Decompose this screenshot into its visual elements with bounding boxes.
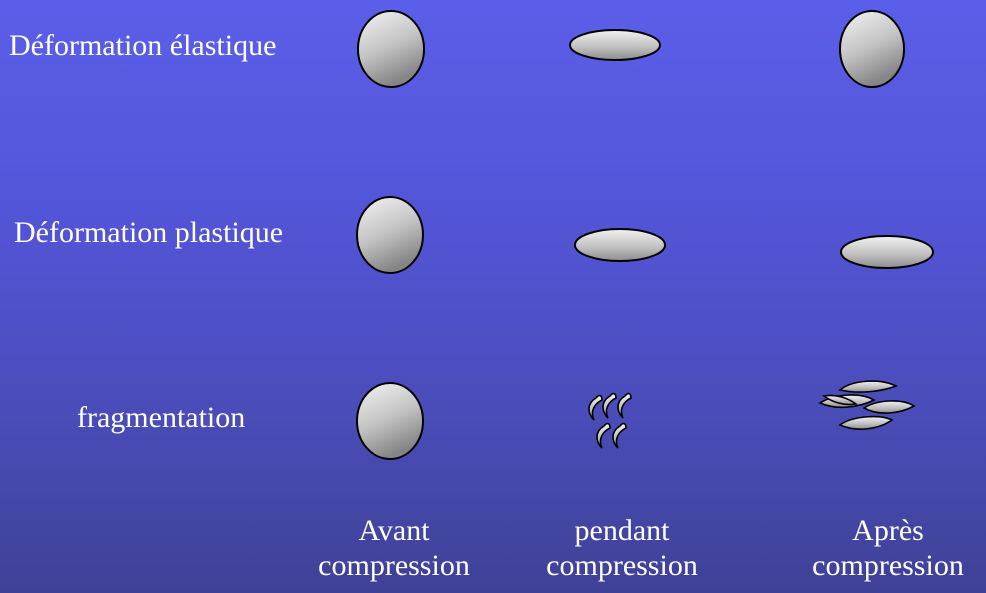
fragmentation-particle-during xyxy=(589,394,631,448)
curled-fragment-5 xyxy=(613,424,626,448)
plastic-particle-after xyxy=(841,236,933,268)
curled-fragment-4 xyxy=(597,424,610,448)
shard-5 xyxy=(840,417,892,430)
curled-fragment-2 xyxy=(603,394,616,418)
elastic-particle-during xyxy=(570,30,660,60)
elastic-particle-after xyxy=(840,11,904,87)
curled-fragment-3 xyxy=(618,394,631,418)
elastic-particle-before xyxy=(358,11,424,87)
fragmentation-particle-before xyxy=(357,383,423,459)
plastic-particle-during xyxy=(575,229,665,261)
curled-fragment-1 xyxy=(589,396,602,420)
shard-1 xyxy=(840,381,896,392)
plastic-particle-before xyxy=(357,197,423,273)
fragmentation-particle-after xyxy=(820,381,914,429)
shard-3 xyxy=(864,401,914,413)
